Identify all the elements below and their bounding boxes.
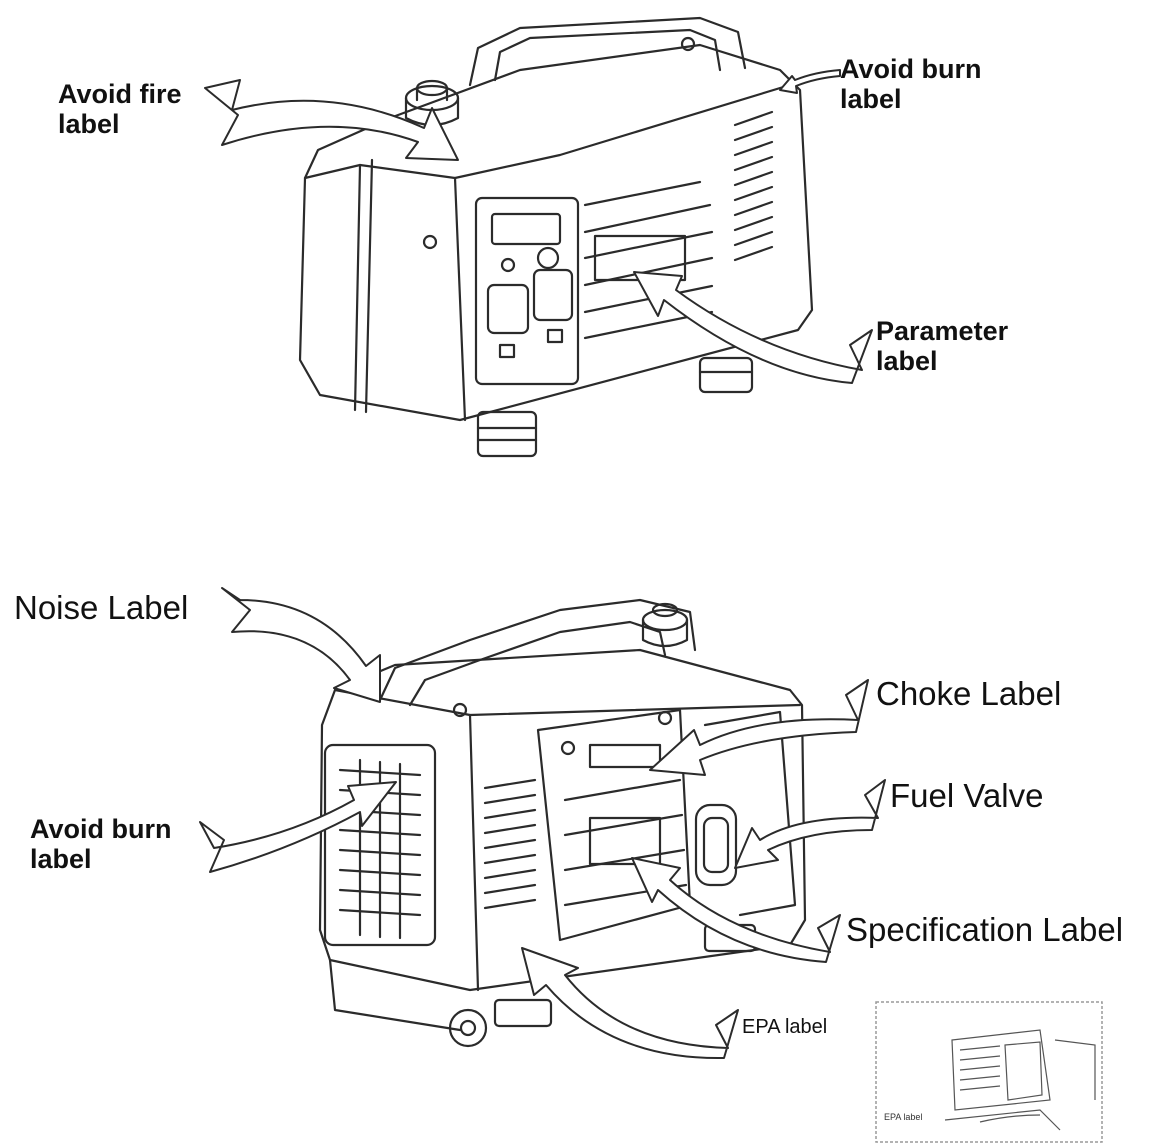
label-avoid-burn-top-line2: label (840, 84, 902, 115)
label-avoid-fire-line1: Avoid fire (58, 79, 182, 109)
arrow-choke (649, 679, 869, 776)
label-fuel-valve: Fuel Valve (890, 777, 1044, 814)
label-parameter: Parameter label (876, 316, 1008, 376)
label-specification: Specification Label (846, 911, 1124, 948)
label-avoid-fire: Avoid fire label (58, 79, 182, 139)
label-avoid-burn-bottom-line2: label (30, 844, 92, 875)
arrow-avoid-burn-top (779, 69, 841, 94)
label-avoid-fire-line2: label (58, 109, 120, 140)
arrow-avoid-burn-bottom (199, 781, 397, 873)
arrow-avoid-fire (204, 79, 459, 161)
label-avoid-burn-top: Avoid burn label (840, 54, 982, 114)
label-noise: Noise Label (14, 589, 189, 626)
label-avoid-burn-bottom: Avoid burn label (30, 814, 172, 874)
arrow-epa (521, 947, 739, 1060)
arrow-parameter (633, 271, 873, 384)
top-generator-drawing (298, 16, 814, 458)
label-choke: Choke Label (876, 675, 1062, 712)
label-parameter-line2: label (876, 346, 938, 377)
label-avoid-burn-bottom-line1: Avoid burn (30, 814, 172, 844)
arrow-fuel-valve (734, 779, 886, 869)
label-parameter-line1: Parameter (876, 316, 1009, 346)
label-epa: EPA label (742, 1016, 828, 1038)
arrow-noise (221, 587, 381, 703)
arrow-specification (631, 857, 841, 963)
epa-inset-caption: EPA label (884, 1112, 923, 1122)
label-avoid-burn-top-line1: Avoid burn (840, 54, 982, 84)
epa-inset (875, 1001, 1103, 1143)
